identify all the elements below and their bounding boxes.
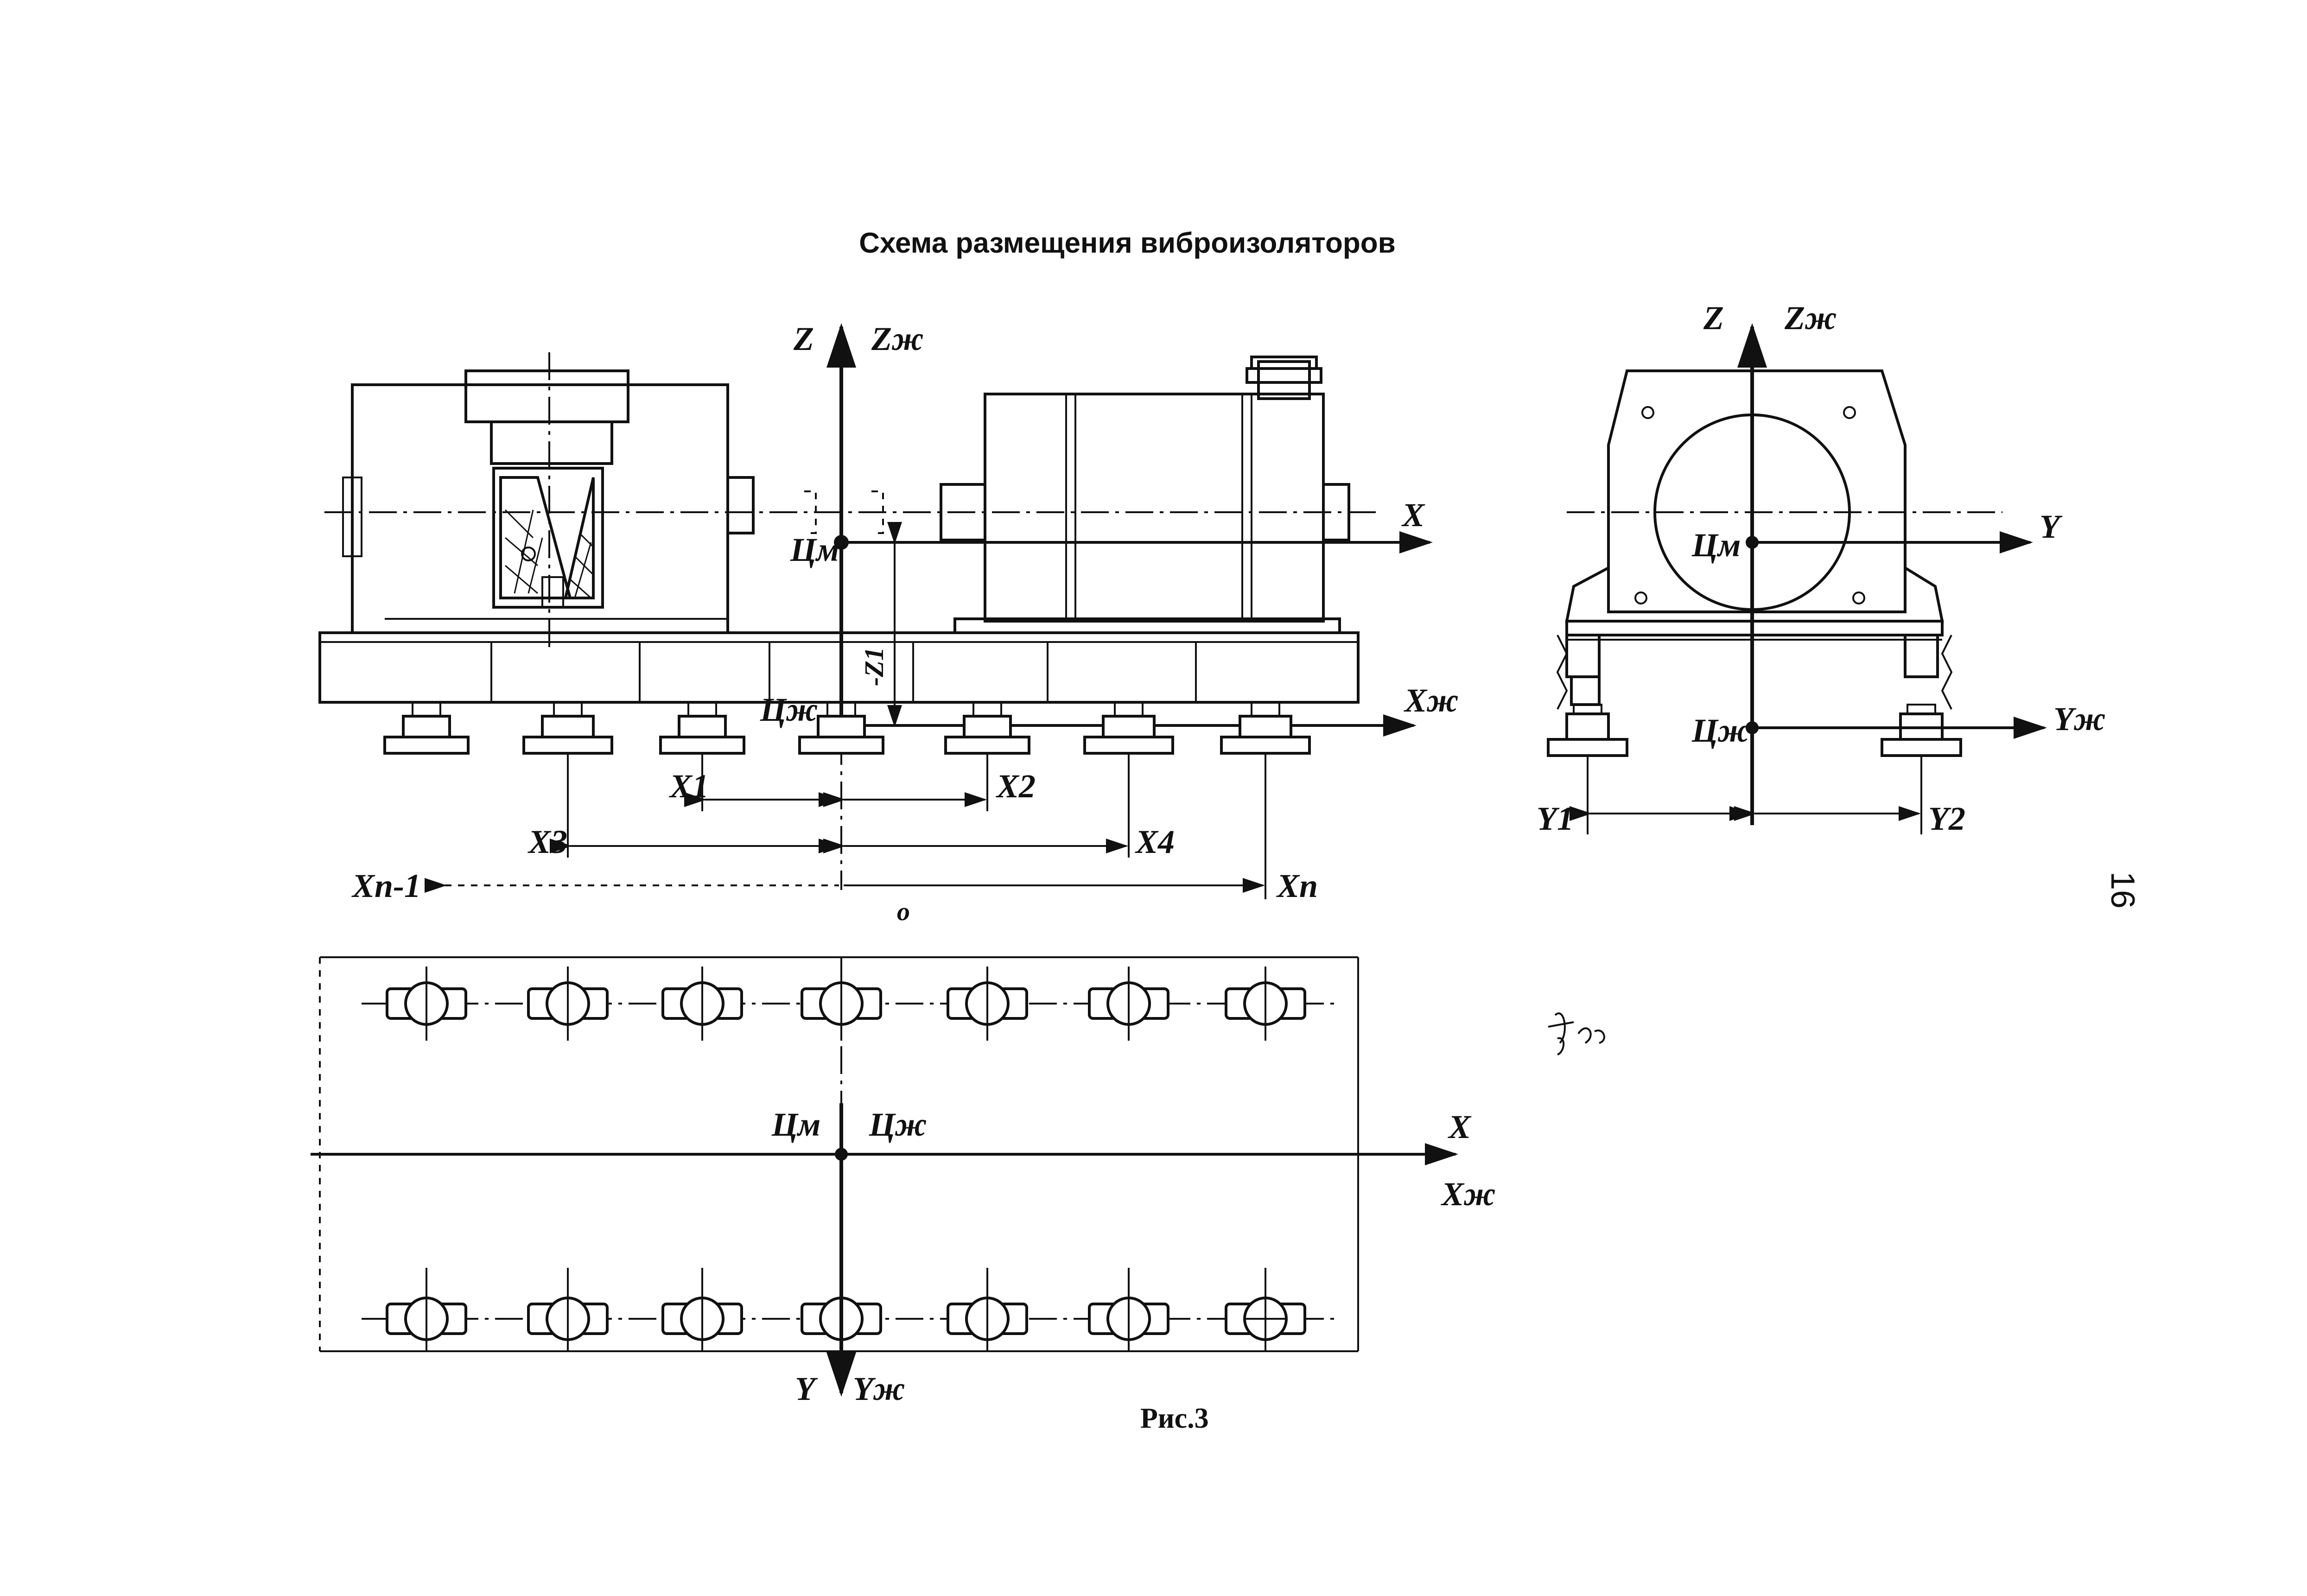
isolator (1083, 701, 1174, 755)
y2-label: Y2 (1928, 800, 1965, 837)
x2-label: X2 (996, 768, 1036, 805)
xn-1-label: Xn-1 (351, 867, 421, 904)
left-machine (342, 352, 755, 649)
xn-label: Xn (1276, 867, 1318, 904)
end-czh-label: Цж (1691, 712, 1750, 749)
plan-czh-label: Цж (869, 1106, 927, 1143)
plan-isolator (661, 1268, 743, 1351)
side-view: Z Zж X Цм Xж Цж -Z1 (318, 320, 1459, 926)
isolator (383, 701, 470, 755)
isolator (1547, 704, 1628, 757)
end-yzh-label: Yж (2053, 700, 2106, 738)
plan-isolator (386, 967, 467, 1041)
plan-isolator (1225, 1268, 1306, 1351)
czh-label: Цж (760, 691, 818, 728)
plan-y-label: Y (795, 1370, 818, 1407)
end-z-label: Z (1703, 299, 1724, 337)
isolator (1220, 701, 1311, 755)
plan-view: X Xж Цм Цж Y Yж (311, 956, 1496, 1407)
x-axis-label: X (1401, 496, 1425, 534)
cm-label: Цм (790, 531, 839, 568)
page-number: 16 (2104, 871, 2141, 909)
handwritten-mark (1548, 1012, 1605, 1056)
plan-isolator (527, 967, 609, 1041)
plan-isolator (1225, 967, 1306, 1041)
x4-label: X4 (1135, 823, 1175, 860)
plan-isolator (947, 1268, 1028, 1351)
plan-xzh-label: Xж (1441, 1176, 1496, 1213)
end-zzh-label: Zж (1784, 299, 1837, 337)
plan-isolator (1088, 1268, 1169, 1351)
x3-label: X3 (527, 823, 567, 860)
plan-cm-label: Цм (771, 1106, 820, 1143)
y1-label: Y1 (1537, 800, 1574, 837)
isolator (522, 701, 613, 755)
plan-isolator (527, 1268, 609, 1351)
plan-isolator (661, 967, 743, 1041)
plan-isolator (1088, 967, 1169, 1041)
end-y-label: Y (2040, 508, 2063, 545)
end-housing (1607, 369, 1907, 613)
end-view: Z Zж Y Цм Yж Цж Y1 Y2 (1537, 299, 2106, 837)
figure-caption: Рис.3 (1140, 1403, 1209, 1434)
side-isolators (383, 701, 1311, 755)
isolator (659, 701, 745, 755)
z-axis-label: Z (793, 320, 814, 357)
plan-isolator (386, 1268, 467, 1351)
xzh-axis-label: Xж (1404, 682, 1459, 719)
plan-isolators-bottom (386, 1268, 1306, 1351)
cm-point (834, 535, 849, 550)
x1-label: X1 (669, 768, 709, 805)
plan-x-label: X (1448, 1108, 1472, 1145)
drawing-title: Схема размещения виброизоляторов (859, 227, 1395, 259)
isolator (944, 701, 1030, 755)
z1-dim-label: -Z1 (859, 647, 889, 686)
zzh-axis-label: Zж (871, 320, 924, 357)
plan-isolators-top (386, 967, 1306, 1041)
isolator (1881, 704, 1962, 757)
right-machine (940, 356, 1350, 634)
end-cm-label: Цм (1691, 527, 1741, 564)
base-frame (318, 631, 1360, 704)
origin-label: o (897, 897, 910, 926)
isolator (798, 701, 884, 755)
plan-isolator (947, 967, 1028, 1041)
plan-yzh-label: Yж (853, 1370, 905, 1407)
